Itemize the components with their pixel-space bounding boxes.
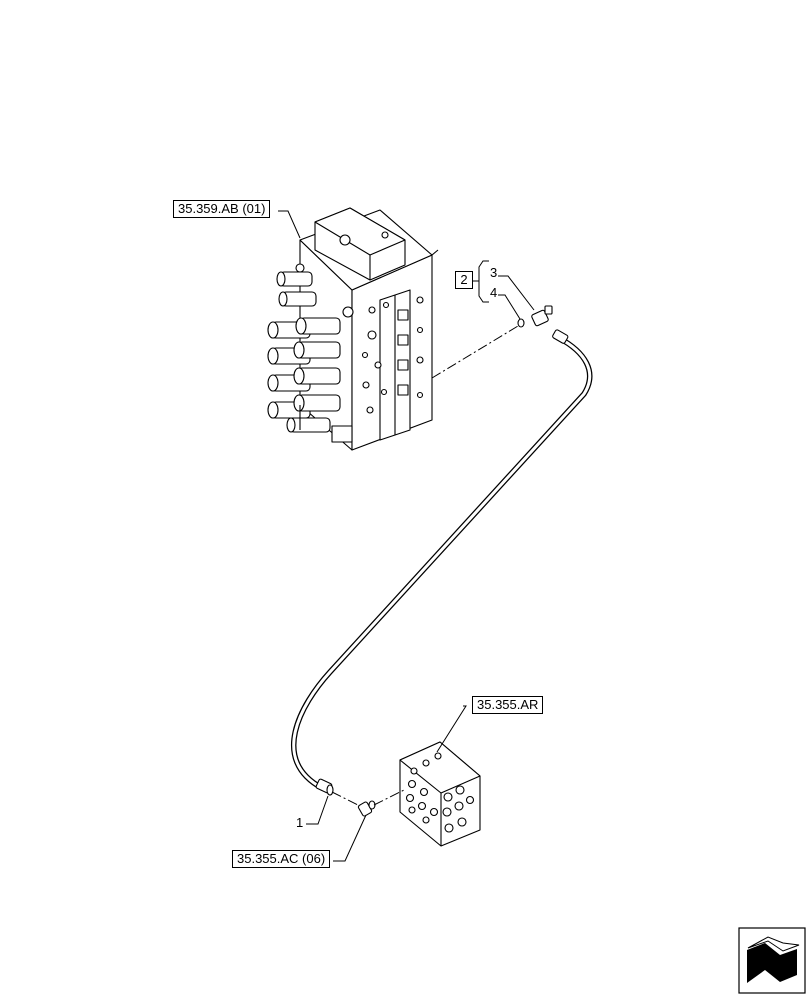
elbow-fitting-manifold — [357, 800, 376, 817]
fitting-reference-label[interactable]: 35.355.AC (06) — [232, 850, 331, 868]
valve-reference-label[interactable]: 35.359.AB (01) — [173, 200, 271, 218]
control-valve-assembly — [267, 207, 439, 451]
manifold-reference-label[interactable]: 35.355.AR — [472, 696, 544, 714]
elbow-fitting-valve — [517, 305, 553, 328]
callout-kit-2: 2 — [455, 271, 473, 289]
callout-item-1: 1 — [296, 815, 304, 830]
callout-item-3: 3 — [490, 265, 498, 280]
manifold-block — [399, 741, 481, 847]
back-arrow-icon[interactable] — [738, 927, 806, 994]
callout-item-4: 4 — [490, 285, 498, 300]
